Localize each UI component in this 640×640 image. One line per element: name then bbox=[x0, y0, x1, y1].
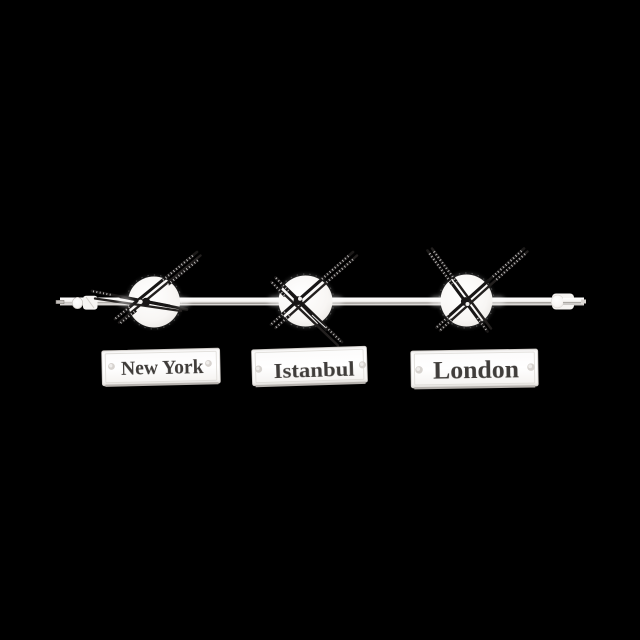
svg-text:New York: New York bbox=[121, 356, 205, 380]
svg-text:London: London bbox=[433, 356, 520, 384]
svg-text:Istanbul: Istanbul bbox=[273, 357, 355, 384]
